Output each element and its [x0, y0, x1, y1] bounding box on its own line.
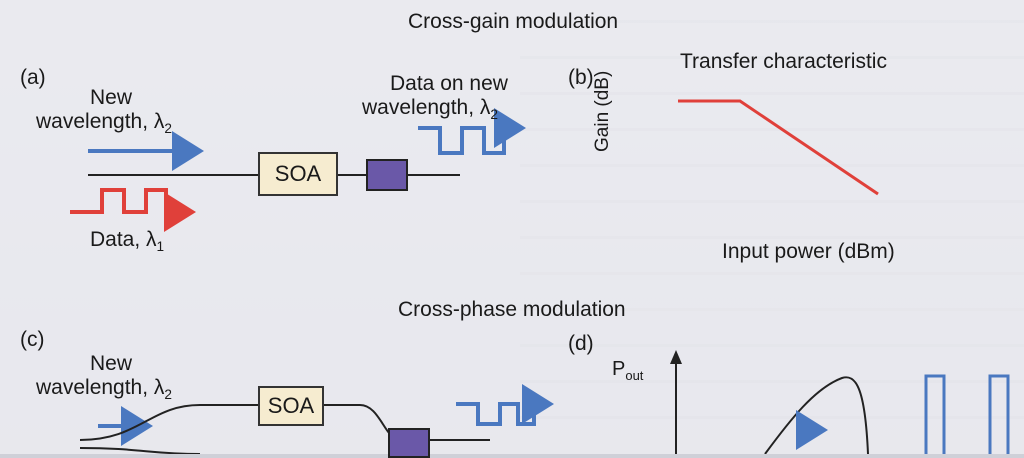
- transfer-curve: [678, 99, 879, 196]
- filter-box-a: [366, 159, 408, 191]
- data-new-wavelength-line1: Data on new: [390, 72, 508, 95]
- pout-output-pulse: [924, 374, 1010, 454]
- data-pulse-blue-output-c: [456, 384, 554, 426]
- new-wavelength-label-c-line2: wavelength, λ2: [36, 376, 173, 403]
- data-pulse-red: [70, 188, 196, 232]
- pout-axis-head: [670, 350, 682, 364]
- soa-box-c: SOA: [258, 386, 324, 426]
- panel-a-label: (a): [20, 66, 46, 89]
- data-lambda1-label: Data, λ1: [90, 228, 165, 255]
- cross-gain-title: Cross-gain modulation: [408, 10, 619, 33]
- new-wavelength-label-a-line1: New: [90, 86, 133, 109]
- panel-d-label: (d): [568, 332, 594, 355]
- pout-curve: [764, 376, 869, 454]
- pout-axis-label: Pout: [612, 358, 644, 383]
- new-wavelength-label-a-line2: wavelength, λ2: [36, 110, 173, 137]
- input-power-axis-label: Input power (dBm): [722, 240, 895, 263]
- data-new-wavelength-line2: wavelength, λ2: [362, 96, 499, 123]
- new-wavelength-label-c-line1: New: [90, 352, 133, 375]
- soa-box-a: SOA: [258, 152, 338, 196]
- cross-phase-title: Cross-phase modulation: [398, 298, 626, 321]
- gain-axis-label: Gain (dB): [592, 70, 613, 152]
- data-pulse-blue-output-a: [418, 108, 526, 155]
- panel-b-label: (b): [568, 66, 594, 89]
- interferometer-upper-arm: [79, 404, 260, 441]
- filter-box-c: [388, 428, 430, 458]
- transfer-characteristic-title: Transfer characteristic: [680, 50, 887, 73]
- panel-c-label: (c): [20, 328, 45, 351]
- interferometer-lower-arm: [79, 447, 201, 454]
